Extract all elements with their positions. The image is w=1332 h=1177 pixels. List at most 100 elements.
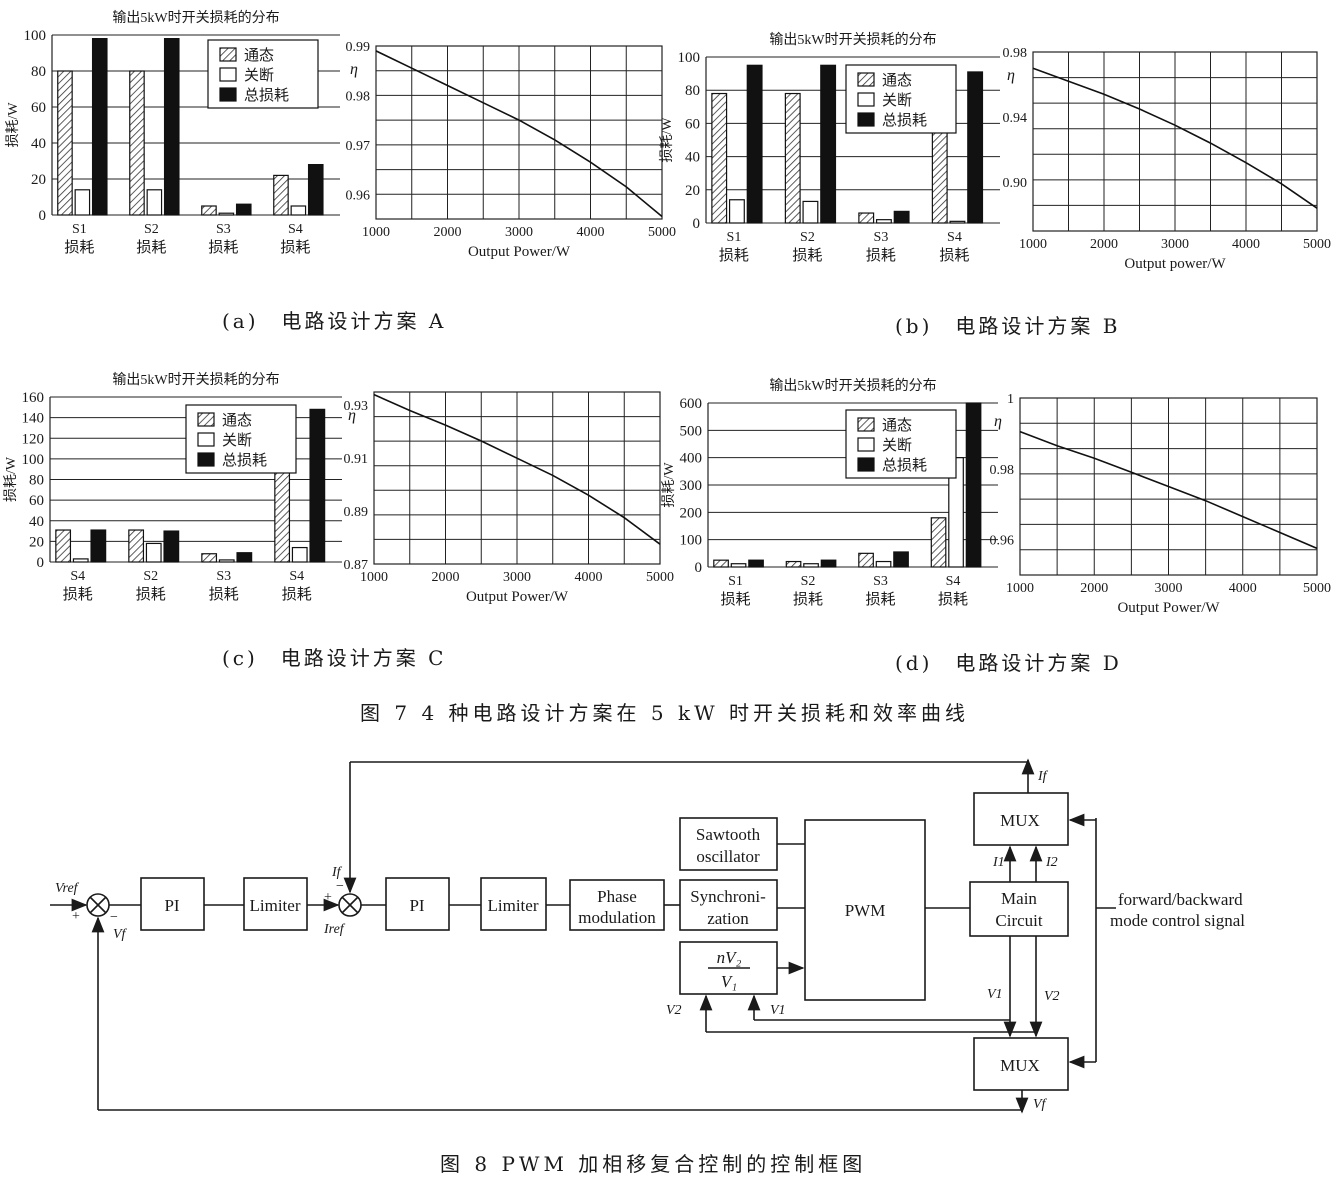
- eff-ytick-b: 0.94: [1003, 111, 1028, 126]
- eff-xtick-a: 3000: [505, 225, 533, 240]
- eff-xtick-c: 2000: [432, 570, 460, 585]
- mux-bottom-block: [973, 1037, 1069, 1091]
- bar-ytick-b: 20: [685, 183, 700, 199]
- sawtooth-label-1: Sawtooth: [696, 825, 761, 844]
- eff-ytick-c: 0.93: [344, 399, 369, 414]
- bar-ytick-d: 200: [680, 505, 703, 521]
- pwm-label: PWM: [845, 901, 886, 920]
- bar-d-s1-1: [730, 563, 747, 568]
- eff-ytick-a: 0.97: [346, 139, 371, 154]
- phase-label-1: Phase: [597, 887, 637, 906]
- ratio-numerator: nV₂: [717, 948, 742, 967]
- bar-ytick-a: 60: [31, 100, 46, 116]
- eff-xtick-b: 2000: [1090, 237, 1118, 252]
- eff-xtick-d: 5000: [1303, 581, 1331, 596]
- legend-label-a-1: 关断: [244, 67, 274, 84]
- legend-swatch-b-0: [857, 72, 875, 87]
- main-circuit-block: [969, 881, 1069, 937]
- limiter-2-label: Limiter: [488, 896, 539, 915]
- if-out-label: If: [1037, 769, 1049, 784]
- bar-c-s2-2: [163, 530, 180, 563]
- eff-curve-a: [375, 50, 663, 218]
- bar-ylabel-d: 损耗/W: [661, 462, 677, 508]
- legend-swatch-a-0: [219, 47, 237, 62]
- ratio-denominator: V₁: [721, 972, 737, 991]
- eff-xtick-d: 2000: [1080, 581, 1108, 596]
- eff-xtick-b: 4000: [1232, 237, 1260, 252]
- pi-block-2: [385, 877, 450, 931]
- bar-ytick-a: 0: [39, 208, 47, 224]
- legend-label-c-0: 通态: [222, 412, 252, 429]
- eff-xlabel-c: Output Power/W: [466, 589, 569, 605]
- i2-label: I2: [1045, 855, 1058, 870]
- legend-label-b-2: 总损耗: [882, 112, 927, 129]
- bar-category-b-1: S2: [800, 230, 815, 245]
- bar-category-b-0: S1: [727, 230, 742, 245]
- eff-xtick-a: 1000: [362, 225, 390, 240]
- bar-d-s3-0: [858, 552, 874, 568]
- eff-curve-c: [373, 393, 661, 545]
- bar-category-sub-a-3: 损耗: [280, 239, 310, 256]
- bar-title-a: 输出5kW时开关损耗的分布: [112, 10, 279, 26]
- bar-ytick-a: 80: [31, 64, 46, 80]
- bar-c-s3-1: [218, 559, 235, 563]
- bar-category-sub-d-1: 损耗: [793, 591, 823, 608]
- sawtooth-label-2: oscillator: [696, 847, 760, 866]
- bar-b-s4-2: [967, 71, 984, 224]
- bar-category-sub-a-1: 损耗: [136, 239, 166, 256]
- bar-category-d-3: S4: [946, 574, 961, 589]
- eff-xtick-a: 4000: [577, 225, 605, 240]
- eff-xtick-a: 5000: [648, 225, 676, 240]
- bar-a-s1-2: [91, 37, 108, 216]
- pi-2-label: PI: [409, 896, 424, 915]
- if-sum-label: If: [331, 865, 343, 880]
- bar-ytick-c: 60: [29, 493, 44, 509]
- bar-d-s2-0: [785, 560, 802, 568]
- pi-1-label: PI: [164, 896, 179, 915]
- bar-ytick-a: 40: [31, 136, 46, 152]
- eff-ytick-d: 0.98: [990, 463, 1015, 478]
- v2-label: V2: [1044, 989, 1060, 1004]
- bar-b-s1-2: [746, 64, 763, 224]
- bar-d-s1-2: [748, 559, 764, 568]
- bar-ytick-c: 100: [22, 452, 45, 468]
- limiter-block-2: [480, 877, 547, 931]
- pi-block-1: [140, 877, 205, 931]
- bar-ytick-c: 80: [29, 473, 44, 489]
- eff-ytick-b: 0.90: [1003, 176, 1028, 191]
- pwm-block: [804, 819, 926, 1001]
- legend-swatch-c-0: [197, 412, 215, 427]
- v1-in-label: V1: [770, 1003, 786, 1018]
- eff-ytick-b: 0.98: [1003, 46, 1028, 61]
- eff-ytick-c: 0.89: [344, 505, 369, 520]
- bar-ytick-c: 40: [29, 514, 44, 530]
- bar-category-sub-c-0: 损耗: [63, 586, 93, 603]
- bar-b-s2-1: [802, 200, 819, 224]
- bar-a-s4-1: [290, 205, 307, 216]
- sync-label-2: zation: [707, 909, 749, 928]
- bar-a-s4-0: [273, 174, 289, 216]
- eff-ylabel-d: η: [994, 413, 1002, 430]
- eff-xtick-b: 5000: [1303, 237, 1331, 252]
- bar-d-s4-0: [930, 517, 947, 568]
- bar-category-d-0: S1: [728, 574, 743, 589]
- bar-c-s2-1: [145, 542, 162, 563]
- bar-a-s2-1: [146, 189, 163, 216]
- bar-category-sub-c-1: 损耗: [136, 586, 166, 603]
- eff-xtick-c: 3000: [503, 570, 531, 585]
- v2-in-label: V2: [666, 1003, 682, 1018]
- bar-b-s2-2: [820, 64, 837, 224]
- bar-title-b: 输出5kW时开关损耗的分布: [769, 32, 936, 48]
- panel-b-caption: (b) 电路设计方案 B: [895, 314, 1121, 338]
- mux-top-block: [973, 792, 1069, 846]
- bar-ylabel-b: 损耗/W: [659, 117, 675, 163]
- legend-swatch-d-0: [857, 417, 875, 432]
- bar-ytick-d: 100: [680, 533, 703, 549]
- eff-xtick-a: 2000: [434, 225, 462, 240]
- bar-category-sub-d-2: 损耗: [866, 591, 896, 608]
- bar-category-sub-b-1: 损耗: [792, 247, 822, 264]
- bar-b-s1-1: [728, 199, 745, 224]
- eff-xtick-c: 4000: [575, 570, 603, 585]
- legend-label-a-0: 通态: [244, 47, 274, 64]
- bar-c-s4-1: [291, 546, 308, 563]
